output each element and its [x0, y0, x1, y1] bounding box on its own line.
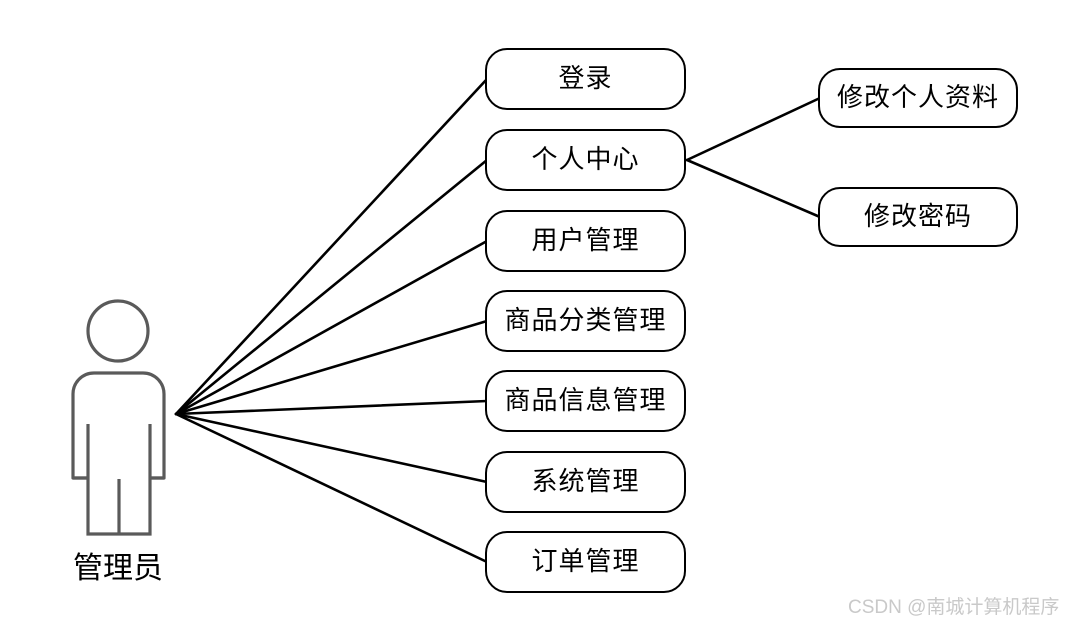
- profile-branch-lines: [685, 96, 822, 219]
- use-case-change-password-label: 修改密码: [863, 202, 972, 231]
- actor-association-lines: [174, 77, 489, 564]
- use-case-personal-center[interactable]: 个人中心: [485, 129, 686, 191]
- association-line-order-mgmt: [174, 412, 489, 564]
- use-case-product-info-management[interactable]: 商品信息管理: [485, 370, 686, 432]
- association-line-login: [174, 77, 489, 416]
- use-case-change-password[interactable]: 修改密码: [818, 187, 1018, 247]
- use-case-product-category-management-label: 商品分类管理: [504, 306, 667, 335]
- actor-label-text: 管理员: [73, 552, 163, 585]
- use-case-system-management-label: 系统管理: [531, 467, 640, 496]
- use-case-login[interactable]: 登录: [485, 48, 686, 110]
- association-line-profile: [174, 158, 489, 416]
- association-line-category-mgmt: [174, 319, 489, 416]
- use-case-product-info-management-label: 商品信息管理: [504, 386, 667, 415]
- actor-label: 管理员: [18, 554, 218, 584]
- use-case-personal-center-label: 个人中心: [531, 145, 640, 174]
- use-case-order-management-label: 订单管理: [531, 547, 640, 576]
- use-case-user-management-label: 用户管理: [531, 226, 640, 255]
- csdn-watermark: CSDN @南城计算机程序: [848, 598, 1059, 617]
- use-case-order-management[interactable]: 订单管理: [485, 531, 686, 593]
- use-case-system-management[interactable]: 系统管理: [485, 451, 686, 513]
- use-case-login-label: 登录: [558, 64, 613, 93]
- use-case-edit-personal-profile-label: 修改个人资料: [836, 83, 999, 112]
- use-case-user-management[interactable]: 用户管理: [485, 210, 686, 272]
- actor-head-icon: [86, 299, 150, 363]
- association-line-user-mgmt: [174, 239, 489, 416]
- association-line-system-mgmt: [174, 412, 489, 484]
- branch-line-edit-profile: [685, 96, 822, 162]
- association-line-product-mgmt: [174, 399, 489, 416]
- branch-line-change-password: [685, 158, 822, 219]
- use-case-edit-personal-profile[interactable]: 修改个人资料: [818, 68, 1018, 128]
- csdn-watermark-text: CSDN @南城计算机程序: [848, 597, 1060, 618]
- use-case-product-category-management[interactable]: 商品分类管理: [485, 290, 686, 352]
- actor-admin-figure: [71, 299, 166, 536]
